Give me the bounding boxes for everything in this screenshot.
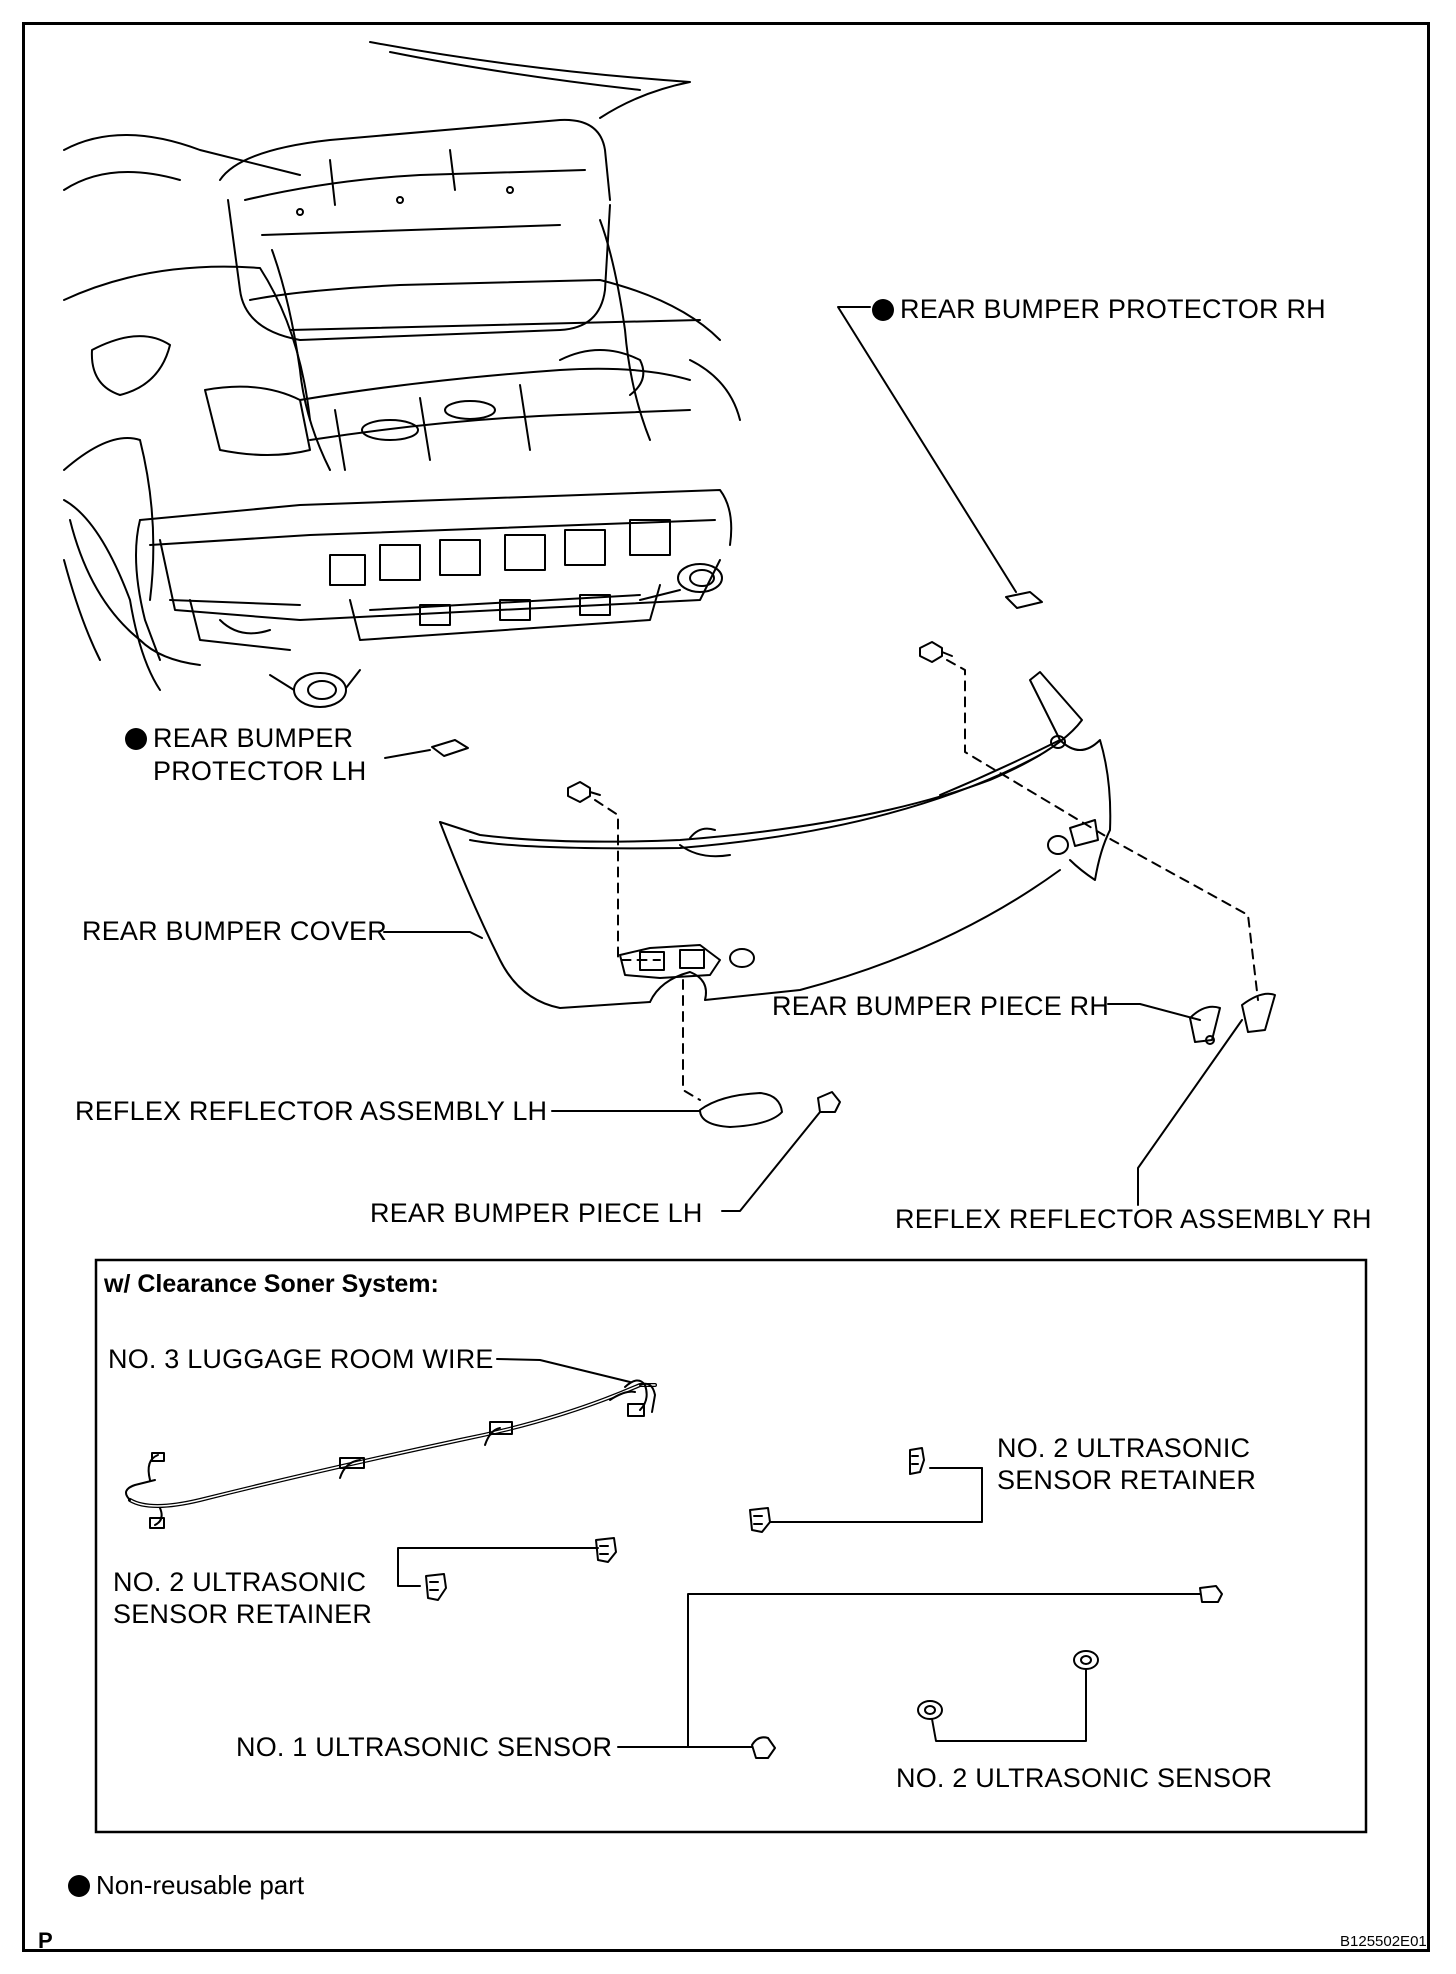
- bolt-left: [567, 781, 601, 803]
- vehicle-rear-illustration: [63, 41, 741, 708]
- inset-title: w/ Clearance Soner System:: [104, 1270, 439, 1298]
- label-sensor-retainer-right-line2: SENSOR RETAINER: [997, 1465, 1257, 1495]
- label-no1-ultrasonic-sensor: NO. 1 ULTRASONIC SENSOR: [236, 1732, 613, 1762]
- label-no2-ultrasonic-sensor: NO. 2 ULTRASONIC SENSOR: [896, 1763, 1273, 1793]
- label-no3-luggage-room-wire: NO. 3 LUGGAGE ROOM WIRE: [108, 1344, 494, 1374]
- label-rear-bumper-piece-rh: REAR BUMPER PIECE RH: [772, 991, 1110, 1021]
- label-sensor-retainer-right-line1: NO. 2 ULTRASONIC: [997, 1433, 1251, 1463]
- reflector-rh-part: [1241, 992, 1276, 1033]
- clearance-sonar-inset-box: [94, 1258, 1368, 1834]
- figure-code: B125502E01: [1340, 1933, 1427, 1950]
- label-rear-bumper-protector-lh-line2: PROTECTOR LH: [153, 756, 367, 786]
- bolt-right: [919, 641, 953, 663]
- label-rear-bumper-cover: REAR BUMPER COVER: [82, 916, 387, 946]
- label-rear-bumper-protector-lh-line1: REAR BUMPER: [125, 722, 353, 754]
- drawing-frame: [22, 22, 1430, 1952]
- label-rear-bumper-piece-lh: REAR BUMPER PIECE LH: [370, 1198, 703, 1228]
- reflector-lh-part: [699, 1092, 783, 1128]
- non-reusable-dot-icon: [872, 299, 894, 321]
- sonar-parts-illustrations: [125, 1358, 1223, 1759]
- non-reusable-dot-icon: [68, 1875, 90, 1897]
- non-reusable-dot-icon: [125, 728, 147, 750]
- protector-rh-part: [1005, 591, 1043, 609]
- label-sensor-retainer-left-line1: NO. 2 ULTRASONIC: [113, 1567, 367, 1597]
- label-reflex-reflector-lh: REFLEX REFLECTOR ASSEMBLY LH: [75, 1096, 548, 1126]
- label-reflex-reflector-rh: REFLEX REFLECTOR ASSEMBLY RH: [895, 1204, 1372, 1234]
- piece-rh-part: [1189, 1005, 1221, 1043]
- rear-bumper-cover-illustration: [439, 671, 1112, 1009]
- page-mark: P: [38, 1928, 53, 1953]
- legend-non-reusable: Non-reusable part: [68, 1870, 304, 1901]
- label-rear-bumper-protector-rh: REAR BUMPER PROTECTOR RH: [872, 293, 1326, 325]
- protector-lh-part: [431, 739, 469, 757]
- label-sensor-retainer-left-line2: SENSOR RETAINER: [113, 1599, 373, 1629]
- piece-lh-part: [817, 1091, 841, 1113]
